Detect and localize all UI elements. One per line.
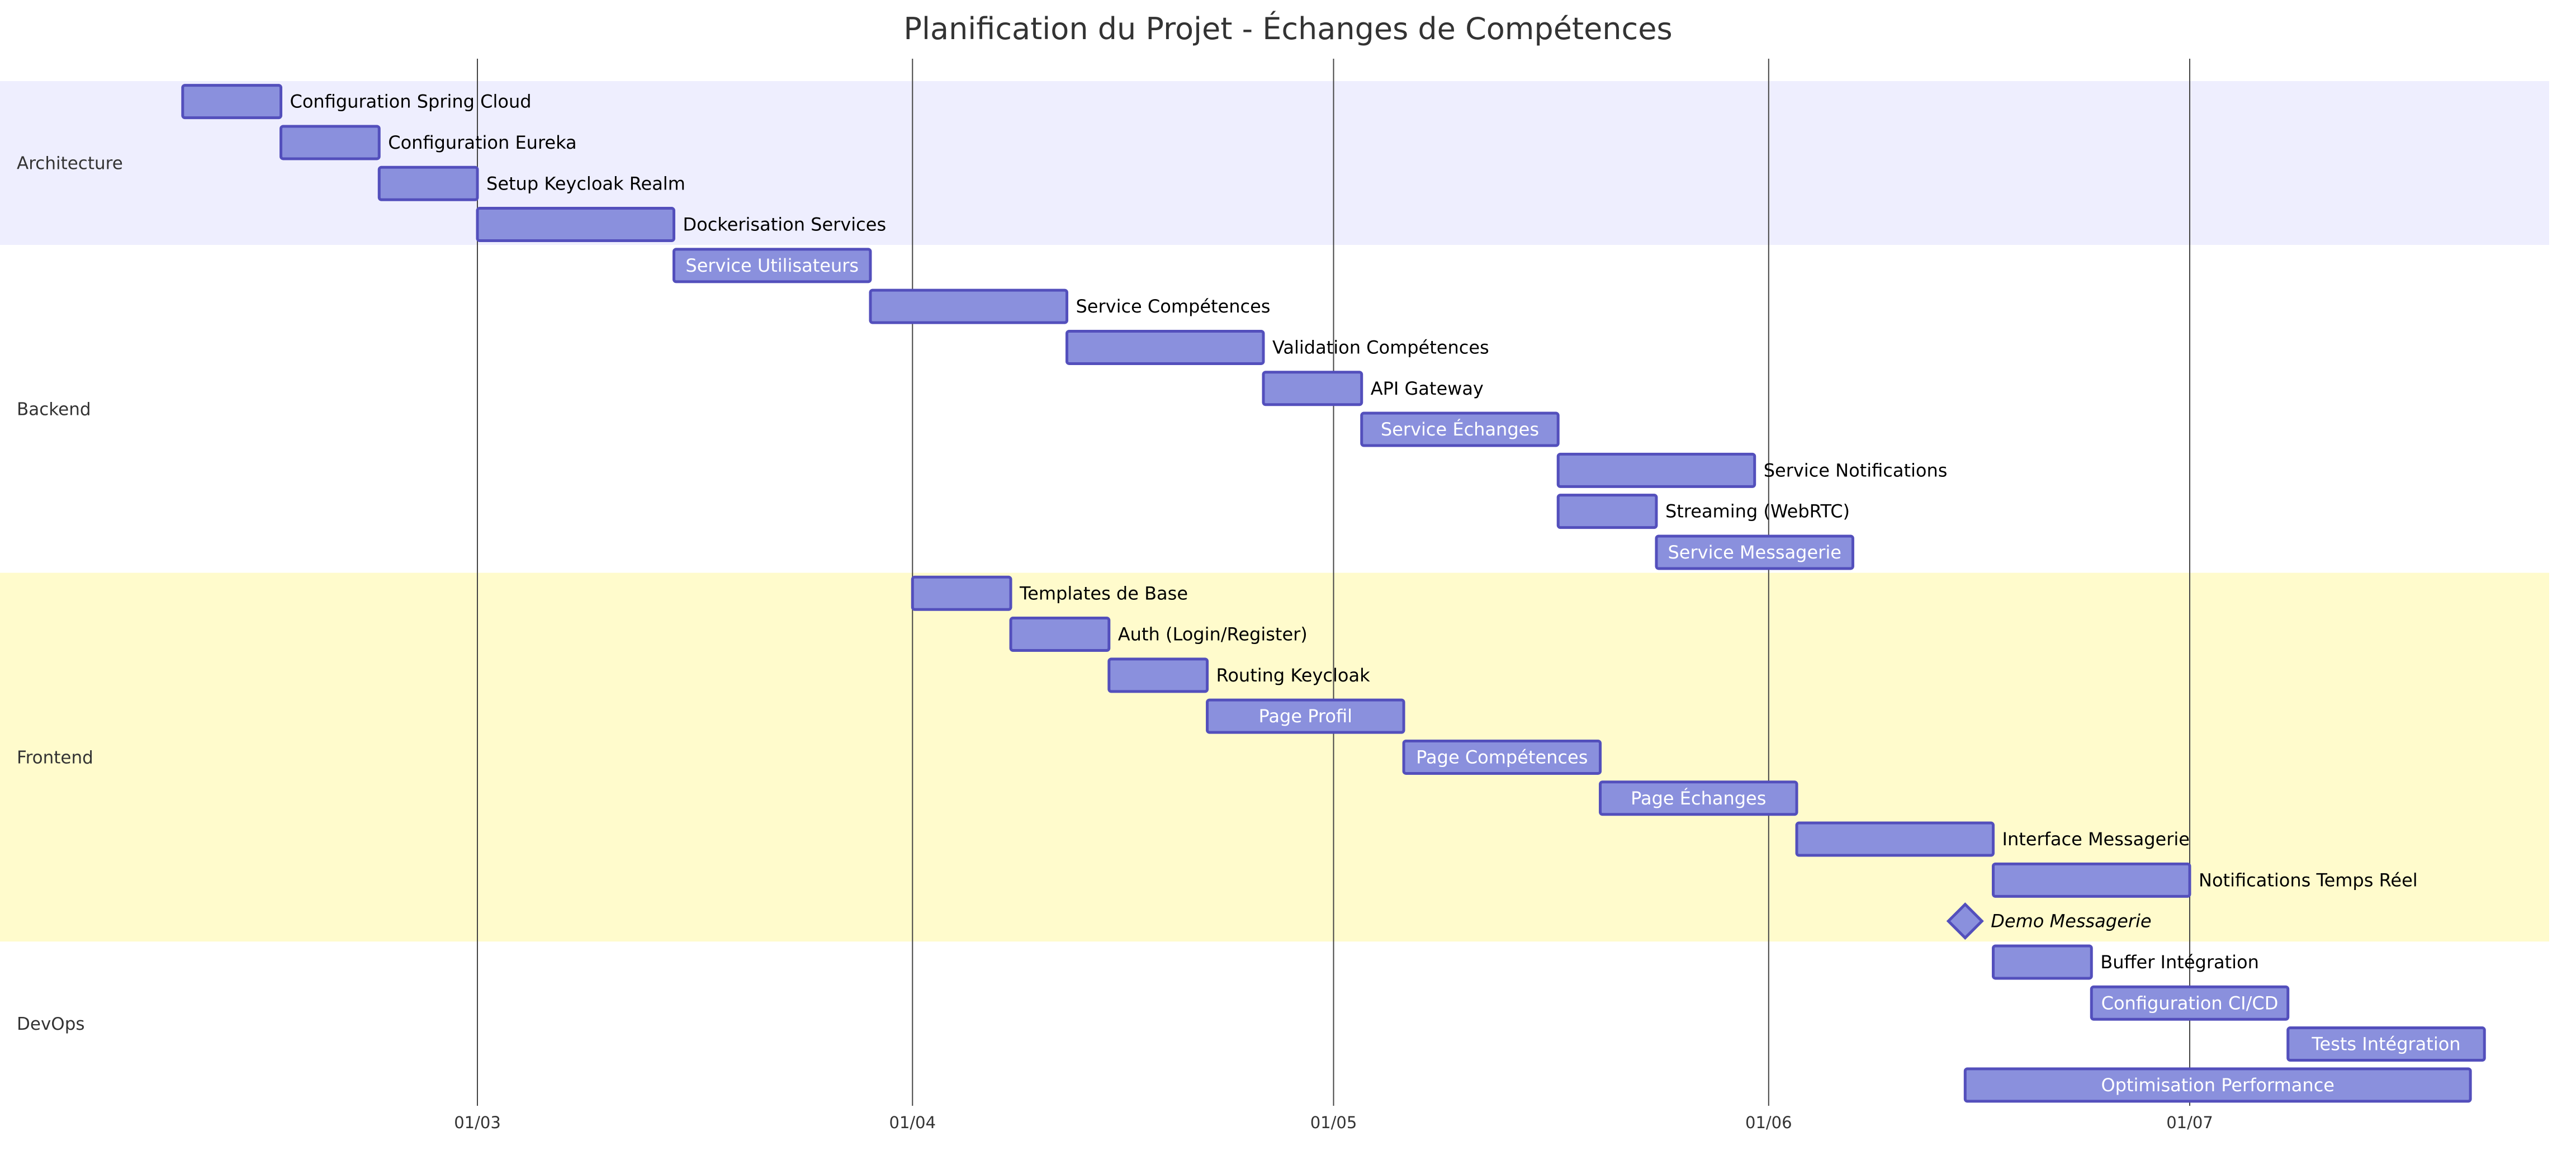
task-label: Buffer Intégration — [2100, 951, 2259, 973]
task-bar — [2090, 985, 2290, 1021]
chart-title: Planification du Projet - Échanges de Co… — [903, 11, 1672, 46]
milestone-label: Demo Messagerie — [1991, 911, 2151, 932]
task: Configuration Eureka — [280, 125, 577, 160]
task-label: Configuration Spring Cloud — [290, 91, 532, 112]
task-bar — [869, 288, 1068, 324]
task-bar — [1992, 944, 2093, 980]
x-tick-label: 01/05 — [1310, 1113, 1357, 1132]
task-label: Validation Compétences — [1272, 337, 1489, 358]
x-tick-label: 01/04 — [889, 1113, 936, 1132]
task-bar — [1556, 452, 1756, 488]
task: Buffer Intégration — [1992, 944, 2259, 980]
task-bar — [1065, 329, 1265, 365]
milestone-marker — [1946, 902, 1984, 940]
task-bar — [1262, 371, 1363, 406]
x-tick-label: 01/03 — [454, 1113, 501, 1132]
section-label: Frontend — [17, 747, 93, 768]
task-bar — [476, 207, 675, 243]
task: Configuration Spring Cloud — [181, 84, 532, 120]
task: Auth (Login/Register) — [1009, 617, 1308, 652]
task-label: Streaming (WebRTC) — [1665, 501, 1850, 522]
task-label: Configuration Eureka — [388, 132, 576, 153]
task-label: Service Échanges — [1381, 419, 1539, 440]
task-bar — [181, 84, 283, 120]
task: Streaming (WebRTC) — [1556, 494, 1850, 529]
task-label: API Gateway — [1371, 378, 1484, 399]
x-tick-label: 01/07 — [2166, 1113, 2213, 1132]
task-label: Service Utilisateurs — [685, 255, 859, 276]
task-bar — [1206, 698, 1405, 734]
task: Dockerisation Services — [476, 207, 886, 243]
task: Service Notifications — [1556, 452, 1948, 488]
task-bar — [1107, 657, 1209, 693]
task-label: Page Compétences — [1416, 746, 1588, 768]
task-label: Optimisation Performance — [2101, 1074, 2334, 1096]
task: Service Échanges — [1360, 411, 1560, 447]
task-bar — [1556, 494, 1658, 529]
task-label: Templates de Base — [1019, 583, 1188, 604]
task: Notifications Temps Réel — [1992, 862, 2418, 898]
task: Service Compétences — [869, 288, 1270, 324]
x-tick-label: 01/06 — [1745, 1113, 1792, 1132]
task-bar — [1402, 739, 1602, 775]
section-label: Architecture — [17, 154, 123, 174]
task: Page Compétences — [1402, 739, 1602, 775]
task-label: Service Messagerie — [1668, 542, 1841, 563]
task-bars: Configuration Spring CloudConfiguration … — [181, 84, 2486, 1103]
task: Setup Keycloak Realm — [377, 165, 685, 201]
task-label: Service Notifications — [1764, 460, 1948, 481]
task-label: Interface Messagerie — [2002, 829, 2190, 850]
task: Tests Intégration — [2286, 1026, 2486, 1062]
task-bar — [280, 125, 381, 160]
task: Demo Messagerie — [1946, 902, 2152, 940]
task-bar — [377, 165, 479, 201]
task-label: Routing Keycloak — [1216, 665, 1371, 686]
task: Validation Compétences — [1065, 329, 1489, 365]
task: Optimisation Performance — [1963, 1067, 2472, 1103]
task: Page Profil — [1206, 698, 1405, 734]
task-label: Page Profil — [1259, 706, 1352, 727]
section-label: Backend — [17, 399, 91, 419]
task: Routing Keycloak — [1107, 657, 1371, 693]
task-bar — [672, 248, 872, 283]
task: API Gateway — [1262, 371, 1484, 406]
task-bar — [1009, 617, 1111, 652]
task-label: Dockerisation Services — [683, 214, 886, 235]
task-bar — [1599, 780, 1798, 816]
task: Service Messagerie — [1655, 534, 1854, 570]
task-bar — [1655, 534, 1854, 570]
task-label: Page Échanges — [1631, 788, 1766, 809]
task-label: Notifications Temps Réel — [2199, 869, 2418, 891]
task-bar — [2286, 1026, 2486, 1062]
section-background — [0, 245, 2549, 573]
task: Service Utilisateurs — [672, 248, 872, 283]
task-label: Auth (Login/Register) — [1118, 624, 1308, 645]
task-label: Service Compétences — [1076, 296, 1270, 317]
x-axis-ticks: 01/03 01/04 01/05 01/06 01/07 — [454, 1113, 2213, 1132]
task: Configuration CI/CD — [2090, 985, 2290, 1021]
task-bar — [911, 575, 1012, 611]
task-bar — [1963, 1067, 2472, 1103]
task-label: Configuration CI/CD — [2101, 992, 2279, 1014]
task-bar — [1795, 821, 1995, 857]
task-label: Tests Intégration — [2311, 1034, 2460, 1055]
section-label: DevOps — [17, 1014, 85, 1034]
task-bar — [1360, 411, 1560, 447]
task: Interface Messagerie — [1795, 821, 2190, 857]
task-label: Setup Keycloak Realm — [486, 173, 685, 194]
task: Templates de Base — [911, 575, 1188, 611]
task: Page Échanges — [1599, 780, 1798, 816]
task-bar — [1992, 862, 2191, 898]
section-background — [0, 81, 2549, 245]
